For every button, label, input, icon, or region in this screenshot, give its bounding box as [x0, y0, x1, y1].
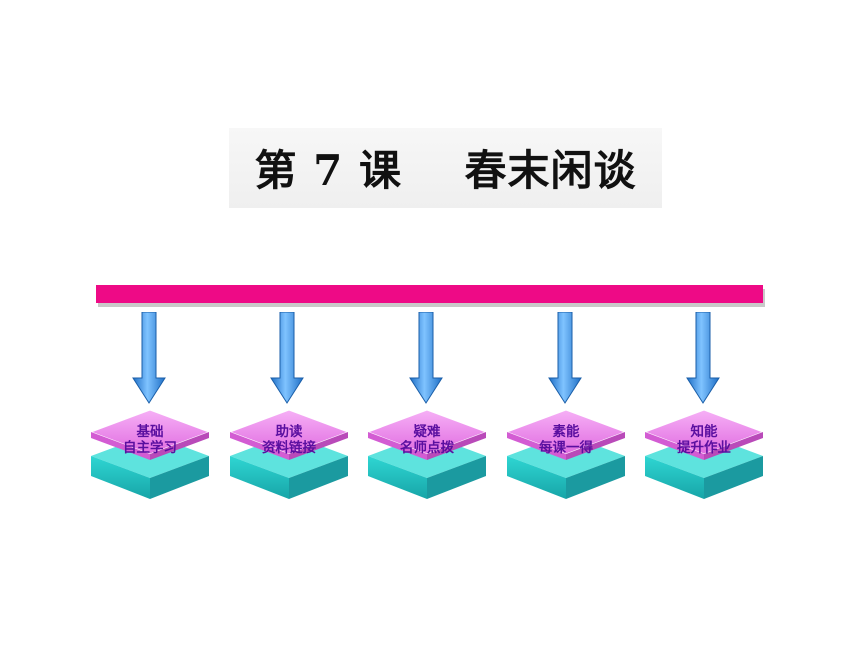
- arrow-down-icon: [686, 312, 720, 404]
- layered-diamond-icon: [366, 409, 488, 499]
- node-skills[interactable]: 素能 每课一得: [505, 404, 627, 500]
- node-reading[interactable]: 助读 资料链接: [228, 404, 350, 500]
- page-title: 第 7 课 春末闲谈: [254, 146, 637, 195]
- node-label-line1: 助读: [275, 424, 303, 440]
- node-label: 素能 每课一得: [505, 424, 627, 456]
- node-label: 助读 资料链接: [228, 424, 350, 456]
- node-label-line1: 知能: [690, 424, 718, 440]
- node-homework[interactable]: 知能 提升作业: [643, 404, 765, 500]
- arrow-down-icon: [548, 312, 582, 404]
- arrow-down-icon: [270, 312, 304, 404]
- node-difficulties[interactable]: 疑难 名师点拨: [366, 404, 488, 500]
- node-label-line2: 提升作业: [677, 440, 731, 456]
- arrow-down-icon: [409, 312, 443, 404]
- node-label-line2: 每课一得: [539, 440, 593, 456]
- node-label-line2: 资料链接: [262, 440, 316, 456]
- node-label-line1: 基础: [136, 424, 164, 440]
- node-label-line2: 自主学习: [123, 440, 177, 456]
- layered-diamond-icon: [643, 409, 765, 499]
- layered-diamond-icon: [89, 409, 211, 499]
- node-basics[interactable]: 基础 自主学习: [89, 404, 211, 500]
- node-label: 知能 提升作业: [643, 424, 765, 456]
- node-label: 疑难 名师点拨: [366, 424, 488, 456]
- layered-diamond-icon: [228, 409, 350, 499]
- title-background: [229, 128, 662, 208]
- node-label-line2: 名师点拨: [400, 440, 454, 456]
- timeline-bar: [96, 285, 763, 303]
- node-label-line1: 疑难: [413, 424, 441, 440]
- node-label: 基础 自主学习: [89, 424, 211, 456]
- node-label-line1: 素能: [552, 424, 580, 440]
- layered-diamond-icon: [505, 409, 627, 499]
- arrow-down-icon: [132, 312, 166, 404]
